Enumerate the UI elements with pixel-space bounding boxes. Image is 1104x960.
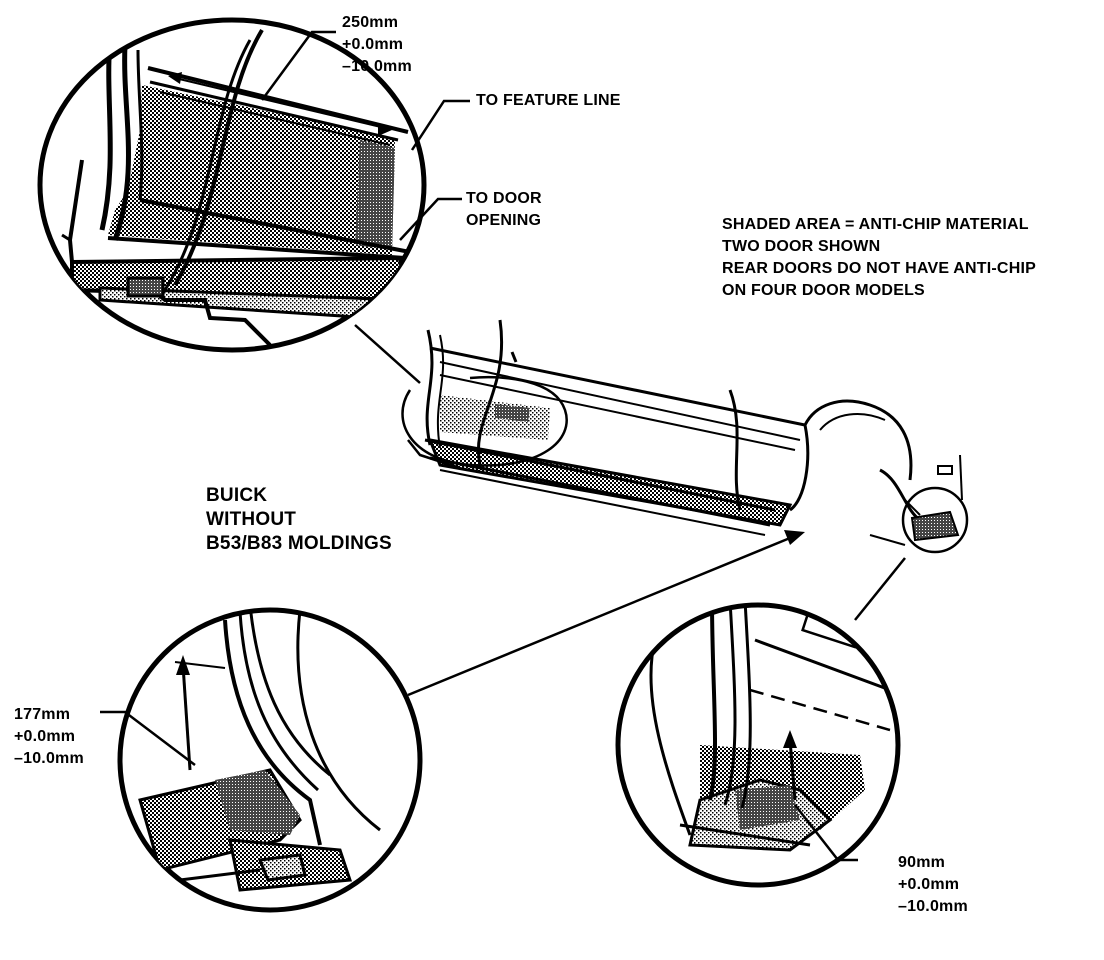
leader-250mm <box>260 30 336 101</box>
bottom-left-detail-view <box>117 607 423 913</box>
bottom-connectors <box>407 536 906 697</box>
dimension-250mm-label: 250mm +0.0mm –10.0mm <box>342 14 412 75</box>
to-feature-line-label: TO FEATURE LINE <box>476 92 621 109</box>
dimension-90mm-label: 90mm +0.0mm –10.0mm <box>898 854 968 915</box>
leader-90mm <box>794 804 858 862</box>
notes-block: SHADED AREA = ANTI-CHIP MATERIAL TWO DOO… <box>722 216 1036 299</box>
bottom-right-detail-view <box>615 602 901 888</box>
arrow-to-body <box>784 530 805 545</box>
leader-feature-line <box>410 99 470 151</box>
leader-door-opening <box>399 197 462 241</box>
dimension-177mm-label: 177mm +0.0mm –10.0mm <box>14 706 84 767</box>
model-label: BUICK WITHOUT B53/B83 MOLDINGS <box>206 485 392 554</box>
rocker-panel-body <box>401 319 969 554</box>
to-door-opening-label: TO DOOR OPENING <box>466 190 542 229</box>
top-leaders <box>260 30 470 241</box>
connector-top <box>354 324 421 384</box>
top-detail-view <box>37 17 427 353</box>
leader-177mm <box>100 710 196 766</box>
